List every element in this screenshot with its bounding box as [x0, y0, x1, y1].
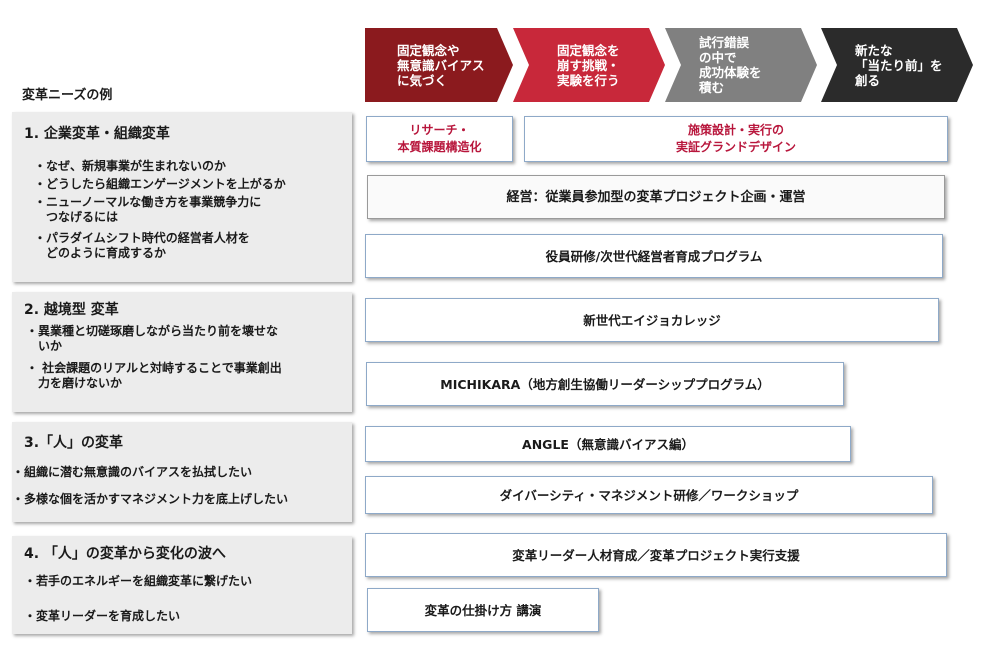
step-chevron-4: 新たな 「当たり前」を 創る	[821, 28, 973, 102]
program-michikara: MICHIKARA（地方創生協働リーダーシッププログラム）	[366, 362, 844, 406]
needs-bullet: ・パラダイムシフト時代の経営者人材を どのように育成するか	[34, 231, 250, 260]
program-change-leader-support: 変革リーダー人材育成／変革プロジェクト実行支援	[365, 533, 947, 577]
step-chevron-1: 固定観念や 無意識バイアス に気づく	[365, 28, 513, 102]
needs-bullet: ・なぜ、新規事業が生まれないのか	[34, 159, 227, 173]
program-angle: ANGLE（無意識バイアス編）	[365, 426, 851, 462]
program-new-generation-college: 新世代エイジョカレッジ	[365, 298, 939, 342]
step-label-1: 固定観念や 無意識バイアス に気づく	[397, 42, 485, 88]
needs-bullet: ・多様な個を活かすマネジメント力を底上げしたい	[12, 492, 289, 506]
needs-bullet: ・どうしたら組織エンゲージメントを上がるか	[34, 177, 286, 191]
program-lecture: 変革の仕掛け方 講演	[367, 588, 599, 632]
needs-panel-2: 2. 越境型 変革 ・異業種と切磋琢磨しながら当たり前を壊せな いか ・ 社会課…	[12, 292, 352, 412]
needs-bullet: ・変革リーダーを育成したい	[24, 609, 181, 623]
needs-bullet: ・異業種と切磋琢磨しながら当たり前を壊せな いか	[26, 324, 279, 353]
step-chevron-2: 固定観念を 崩す挑戦・ 実験を行う	[513, 28, 665, 102]
needs-panel-1: 1. 企業変革・組織変革 ・なぜ、新規事業が生まれないのか ・どうしたら組織エン…	[12, 112, 352, 282]
needs-bullet: ・組織に潜む無意識のバイアスを払拭したい	[12, 465, 253, 479]
needs-panel-4: 4. 「人」の変革から変化の波へ ・若手のエネルギーを組織変革に繋げたい ・変革…	[12, 536, 352, 634]
step-label-2: 固定観念を 崩す挑戦・ 実験を行う	[557, 42, 620, 88]
program-research: リサーチ・ 本質課題構造化	[366, 116, 513, 162]
needs-title-3: 3.「人」の変革	[24, 435, 124, 451]
step-label-4: 新たな 「当たり前」を 創る	[855, 42, 943, 88]
step-label-3: 試行錯誤 の中で 成功体験を 積む	[699, 35, 762, 95]
needs-bullet: ・ニューノーマルな働き方を事業競争力に つなげるには	[34, 195, 262, 224]
program-diversity-workshop: ダイバーシティ・マネジメント研修／ワークショップ	[365, 476, 933, 514]
needs-bullet: ・若手のエネルギーを組織変革に繋げたい	[24, 574, 253, 588]
program-grand-design: 施策設計・実行の 実証グランドデザイン	[524, 116, 948, 162]
needs-title-4: 4. 「人」の変革から変化の波へ	[24, 546, 226, 562]
section-label: 変革ニーズの例	[22, 88, 113, 103]
needs-title-2: 2. 越境型 変革	[24, 302, 119, 318]
needs-panel-3: 3.「人」の変革 ・組織に潜む無意識のバイアスを払拭したい ・多様な個を活かすマ…	[12, 422, 352, 522]
needs-title-1: 1. 企業変革・組織変革	[24, 126, 170, 142]
program-management-project: 経営：従業員参加型の変革プロジェクト企画・運営	[367, 175, 945, 219]
step-chevron-3: 試行錯誤 の中で 成功体験を 積む	[665, 28, 817, 102]
needs-bullet: ・ 社会課題のリアルと対峙することで事業創出 力を磨けないか	[26, 361, 282, 390]
program-executive-training: 役員研修/次世代経営者育成プログラム	[365, 234, 943, 278]
